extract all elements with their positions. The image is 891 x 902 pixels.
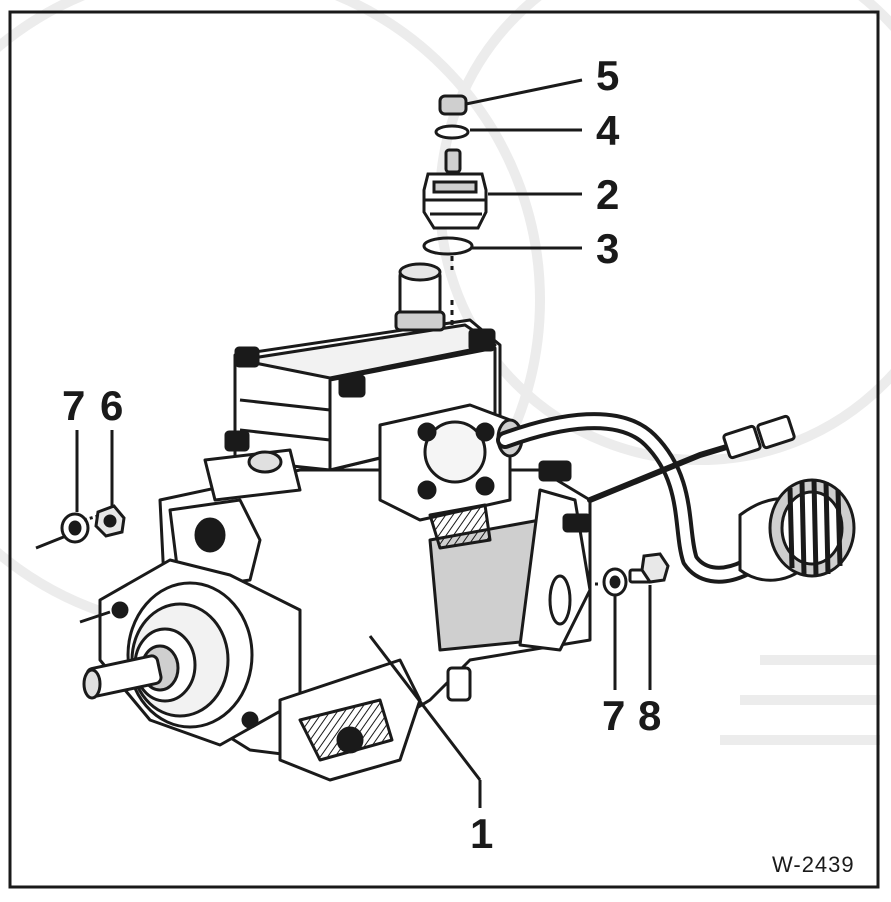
part-3-oring xyxy=(422,236,474,256)
callout-4: 4 xyxy=(596,107,620,154)
injection-pump xyxy=(82,262,592,782)
part-2-valve xyxy=(422,148,488,230)
callout-5: 5 xyxy=(596,52,619,99)
exploded-left-fasteners xyxy=(60,504,126,544)
callout-7-left: 7 xyxy=(62,382,85,429)
callout-1: 1 xyxy=(470,810,493,857)
callout-labels: 5 4 2 3 7 6 7 8 1 xyxy=(62,52,661,857)
part-4-seal xyxy=(434,124,470,140)
filter-cap xyxy=(738,478,856,582)
electrical-connector xyxy=(722,414,796,460)
callout-3: 3 xyxy=(596,225,619,272)
exploded-valve-stack xyxy=(422,94,488,256)
part-8-bolt xyxy=(628,552,670,584)
callout-6: 6 xyxy=(100,382,123,429)
callout-2: 2 xyxy=(596,171,619,218)
leader-lines xyxy=(35,78,652,808)
figure-frame xyxy=(8,10,880,889)
exploded-right-fasteners xyxy=(602,552,670,597)
callout-8: 8 xyxy=(638,692,661,739)
cover-bolts xyxy=(224,328,496,452)
figure-id: W-2439 xyxy=(772,852,855,877)
right-bolts xyxy=(538,460,592,533)
callout-7-right: 7 xyxy=(602,692,625,739)
part-5-cap xyxy=(438,94,468,116)
